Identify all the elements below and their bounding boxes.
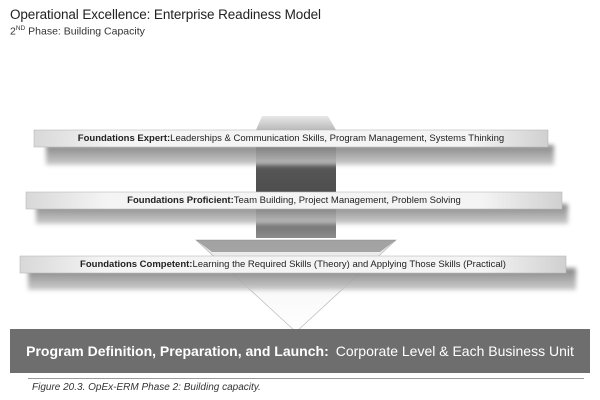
level-proficient-name: Foundations Proficient: bbox=[127, 195, 234, 206]
level-competent-skills: Learning the Required Skills (Theory) an… bbox=[192, 259, 506, 270]
band-expert bbox=[33, 129, 549, 148]
subtitle-prefix: 2 bbox=[10, 25, 16, 38]
band-proficient bbox=[25, 191, 563, 210]
base-rest: Corporate Level & Each Business Unit bbox=[335, 343, 574, 359]
figure-caption: Figure 20.3. OpEx-ERM Phase 2: Building … bbox=[32, 382, 261, 393]
diagram-title: Operational Excellence: Enterprise Readi… bbox=[10, 7, 321, 22]
level-competent-name: Foundations Competent: bbox=[80, 259, 193, 270]
base-band-text: Program Definition, Preparation, and Lau… bbox=[10, 329, 590, 373]
level-competent: Foundations Competent: Learning the Requ… bbox=[20, 256, 566, 273]
base-band bbox=[10, 329, 590, 373]
level-proficient: Foundations Proficient: Team Building, P… bbox=[26, 192, 562, 209]
arrow-head-shade bbox=[196, 240, 396, 252]
band-shadow-expert bbox=[46, 145, 554, 165]
level-proficient-skills: Team Building, Project Management, Probl… bbox=[233, 195, 461, 206]
base-lead: Program Definition, Preparation, and Lau… bbox=[26, 343, 329, 359]
subtitle-superscript: ND bbox=[15, 25, 26, 32]
band-competent bbox=[19, 255, 567, 274]
level-expert: Foundations Expert: Leaderships & Commun… bbox=[34, 130, 548, 147]
band-shadow-competent bbox=[28, 268, 576, 290]
level-expert-skills: Leaderships & Communication Skills, Prog… bbox=[170, 133, 505, 144]
caption-divider bbox=[28, 378, 584, 379]
level-expert-name: Foundations Expert: bbox=[77, 133, 171, 144]
diagram-subtitle: 2ND Phase: Building Capacity bbox=[10, 25, 145, 38]
subtitle-text: Phase: Building Capacity bbox=[25, 25, 145, 38]
